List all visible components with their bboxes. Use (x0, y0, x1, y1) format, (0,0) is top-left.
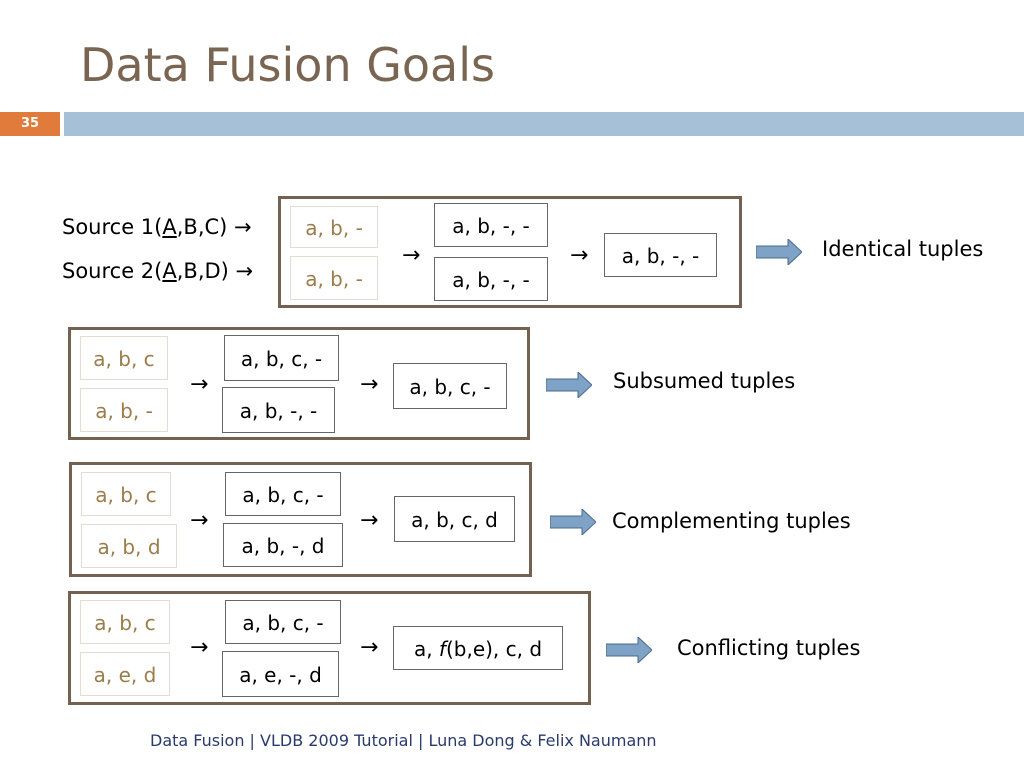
source-tuple: a, b, - (290, 256, 378, 300)
source-tuple: a, b, c (80, 600, 170, 644)
source-1-label: Source 1(A,B,C) → (62, 215, 252, 239)
source-tuple: a, b, - (290, 206, 378, 248)
intermediate-tuple: a, b, -, - (434, 257, 548, 301)
result-tuple: a, b, c, - (393, 363, 507, 409)
arrow-icon: → (570, 243, 589, 268)
intermediate-tuple: a, b, c, - (225, 600, 341, 644)
description-label: Identical tuples (822, 237, 984, 261)
slide-number: 35 (0, 112, 60, 136)
right-arrow-icon (606, 637, 652, 663)
arrow-icon: → (360, 635, 379, 660)
group-complementing (69, 462, 532, 577)
intermediate-tuple: a, b, c, - (224, 335, 339, 381)
arrow-icon: → (235, 259, 254, 283)
intermediate-tuple: a, b, -, d (223, 523, 343, 567)
arrow-icon: → (360, 508, 379, 533)
group-identical (278, 196, 742, 308)
slide-title: Data Fusion Goals (80, 38, 495, 92)
description-label: Complementing tuples (612, 509, 851, 533)
right-arrow-icon (550, 509, 596, 535)
source-tuple: a, b, c (81, 472, 171, 516)
source-tuple: a, b, c (80, 336, 168, 380)
title-rule (64, 112, 1024, 136)
arrow-icon: → (190, 372, 209, 397)
arrow-icon: → (234, 215, 252, 239)
source-tuple: a, b, d (81, 524, 177, 568)
result-tuple: a, f(b,e), c, d (393, 626, 563, 670)
intermediate-tuple: a, b, -, - (434, 203, 548, 247)
right-arrow-icon (546, 372, 592, 398)
arrow-icon: → (360, 372, 379, 397)
group-conflicting (68, 591, 591, 705)
description-label: Subsumed tuples (613, 369, 796, 393)
intermediate-tuple: a, e, -, d (222, 651, 339, 697)
slide-footer: Data Fusion | VLDB 2009 Tutorial | Luna … (150, 731, 657, 750)
source-tuple: a, e, d (80, 652, 170, 696)
intermediate-tuple: a, b, c, - (225, 472, 341, 516)
source-2-label: Source 2(A,B,D) → (62, 259, 254, 283)
result-tuple: a, b, -, - (604, 233, 717, 277)
source-tuple: a, b, - (80, 388, 168, 432)
arrow-icon: → (402, 243, 421, 268)
group-subsumed (68, 327, 530, 440)
arrow-icon: → (190, 508, 209, 533)
right-arrow-icon (756, 239, 802, 265)
intermediate-tuple: a, b, -, - (222, 387, 335, 433)
arrow-icon: → (190, 635, 209, 660)
description-label: Conflicting tuples (677, 636, 861, 660)
result-tuple: a, b, c, d (394, 496, 515, 542)
